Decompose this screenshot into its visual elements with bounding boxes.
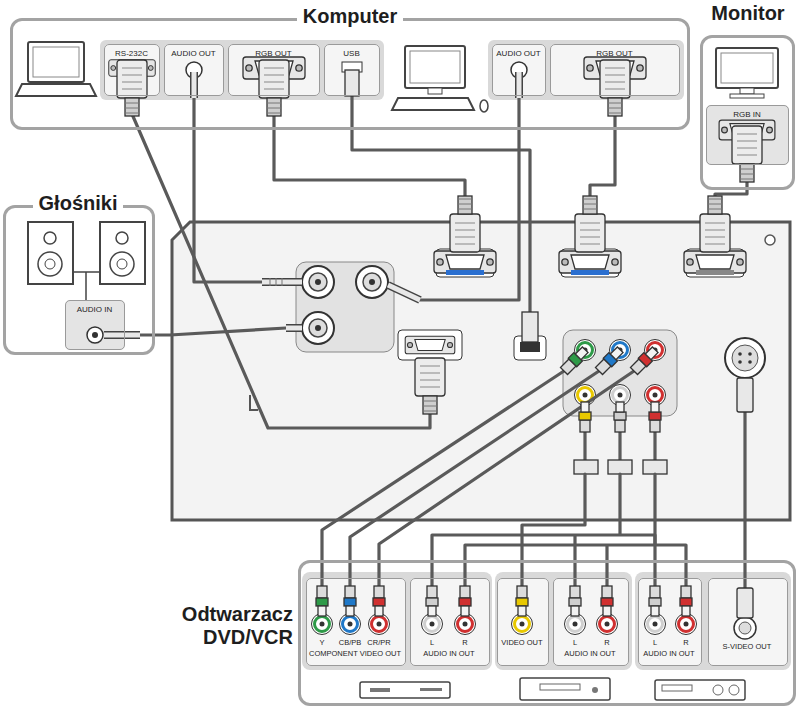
port-label: L (653, 639, 657, 648)
port-panel: VIDEO OUT (497, 578, 549, 666)
port-panel: RGB OUT (550, 44, 680, 96)
port-label: AUDIO IN OUT (643, 650, 694, 659)
port-label: S-VIDEO OUT (723, 643, 772, 652)
port-panel: AUDIO OUT (164, 44, 224, 96)
port-label: L (430, 639, 434, 648)
device-group: Odtwarzacz DVD/VCRYCB/PBCR/PRCOMPONENT V… (298, 560, 796, 706)
port-panel: USB (324, 44, 380, 96)
port-panel: RS-232C (104, 44, 160, 96)
port-label: RGB OUT (255, 49, 291, 58)
port-panel: Y CB/PB CR/PR COMPONENT VIDEO OUT (306, 578, 406, 666)
port-label: VIDEO OUT (501, 639, 542, 648)
port-label: AUDIO IN (77, 305, 113, 314)
speakers-art (28, 222, 145, 350)
group-title: Komputer (297, 5, 403, 28)
port-label: AUDIO IN OUT (564, 650, 615, 659)
port-label: CB/PB (339, 639, 362, 648)
port-label: L (573, 639, 577, 648)
port-label: RS-232C (115, 49, 148, 58)
port-label: COMPONENT VIDEO OUT (309, 650, 401, 659)
device-group: GłośnikiAUDIO IN (3, 205, 155, 355)
port-label: RGB IN (733, 110, 761, 119)
port-label: AUDIO OUT (171, 49, 215, 58)
computer-group-art (16, 40, 684, 112)
group-title: Monitor (711, 2, 784, 25)
port-panel: RGB OUT (228, 44, 320, 96)
port-label: AUDIO OUT (496, 49, 540, 58)
cables (104, 60, 762, 618)
port-label: USB (343, 49, 359, 58)
port-label: RGB OUT (596, 49, 632, 58)
group-title: Głośniki (33, 192, 124, 215)
port-panel: L R AUDIO IN OUT (638, 578, 702, 666)
device-group: MonitorRGB IN (700, 35, 795, 190)
port-label: R (604, 639, 609, 648)
dvd-group-art (302, 572, 791, 700)
port-panel: AUDIO IN (65, 300, 125, 350)
port-panel: AUDIO OUT (492, 44, 546, 96)
port-panel: S-VIDEO OUT (708, 578, 788, 666)
port-label: R (462, 639, 467, 648)
group-title: Odtwarzacz DVD/VCR (167, 603, 293, 649)
port-panel: L R AUDIO IN OUT (410, 578, 490, 666)
port-label: R (683, 639, 688, 648)
device-group: KomputerRS-232CAUDIO OUTRGB OUTUSBAUDIO … (10, 18, 690, 130)
port-panel: RGB IN (706, 105, 789, 165)
port-label: CR/PR (367, 639, 390, 648)
port-panel: L R AUDIO IN OUT (553, 578, 629, 666)
port-label: AUDIO IN OUT (423, 650, 474, 659)
port-label: Y (319, 639, 324, 648)
